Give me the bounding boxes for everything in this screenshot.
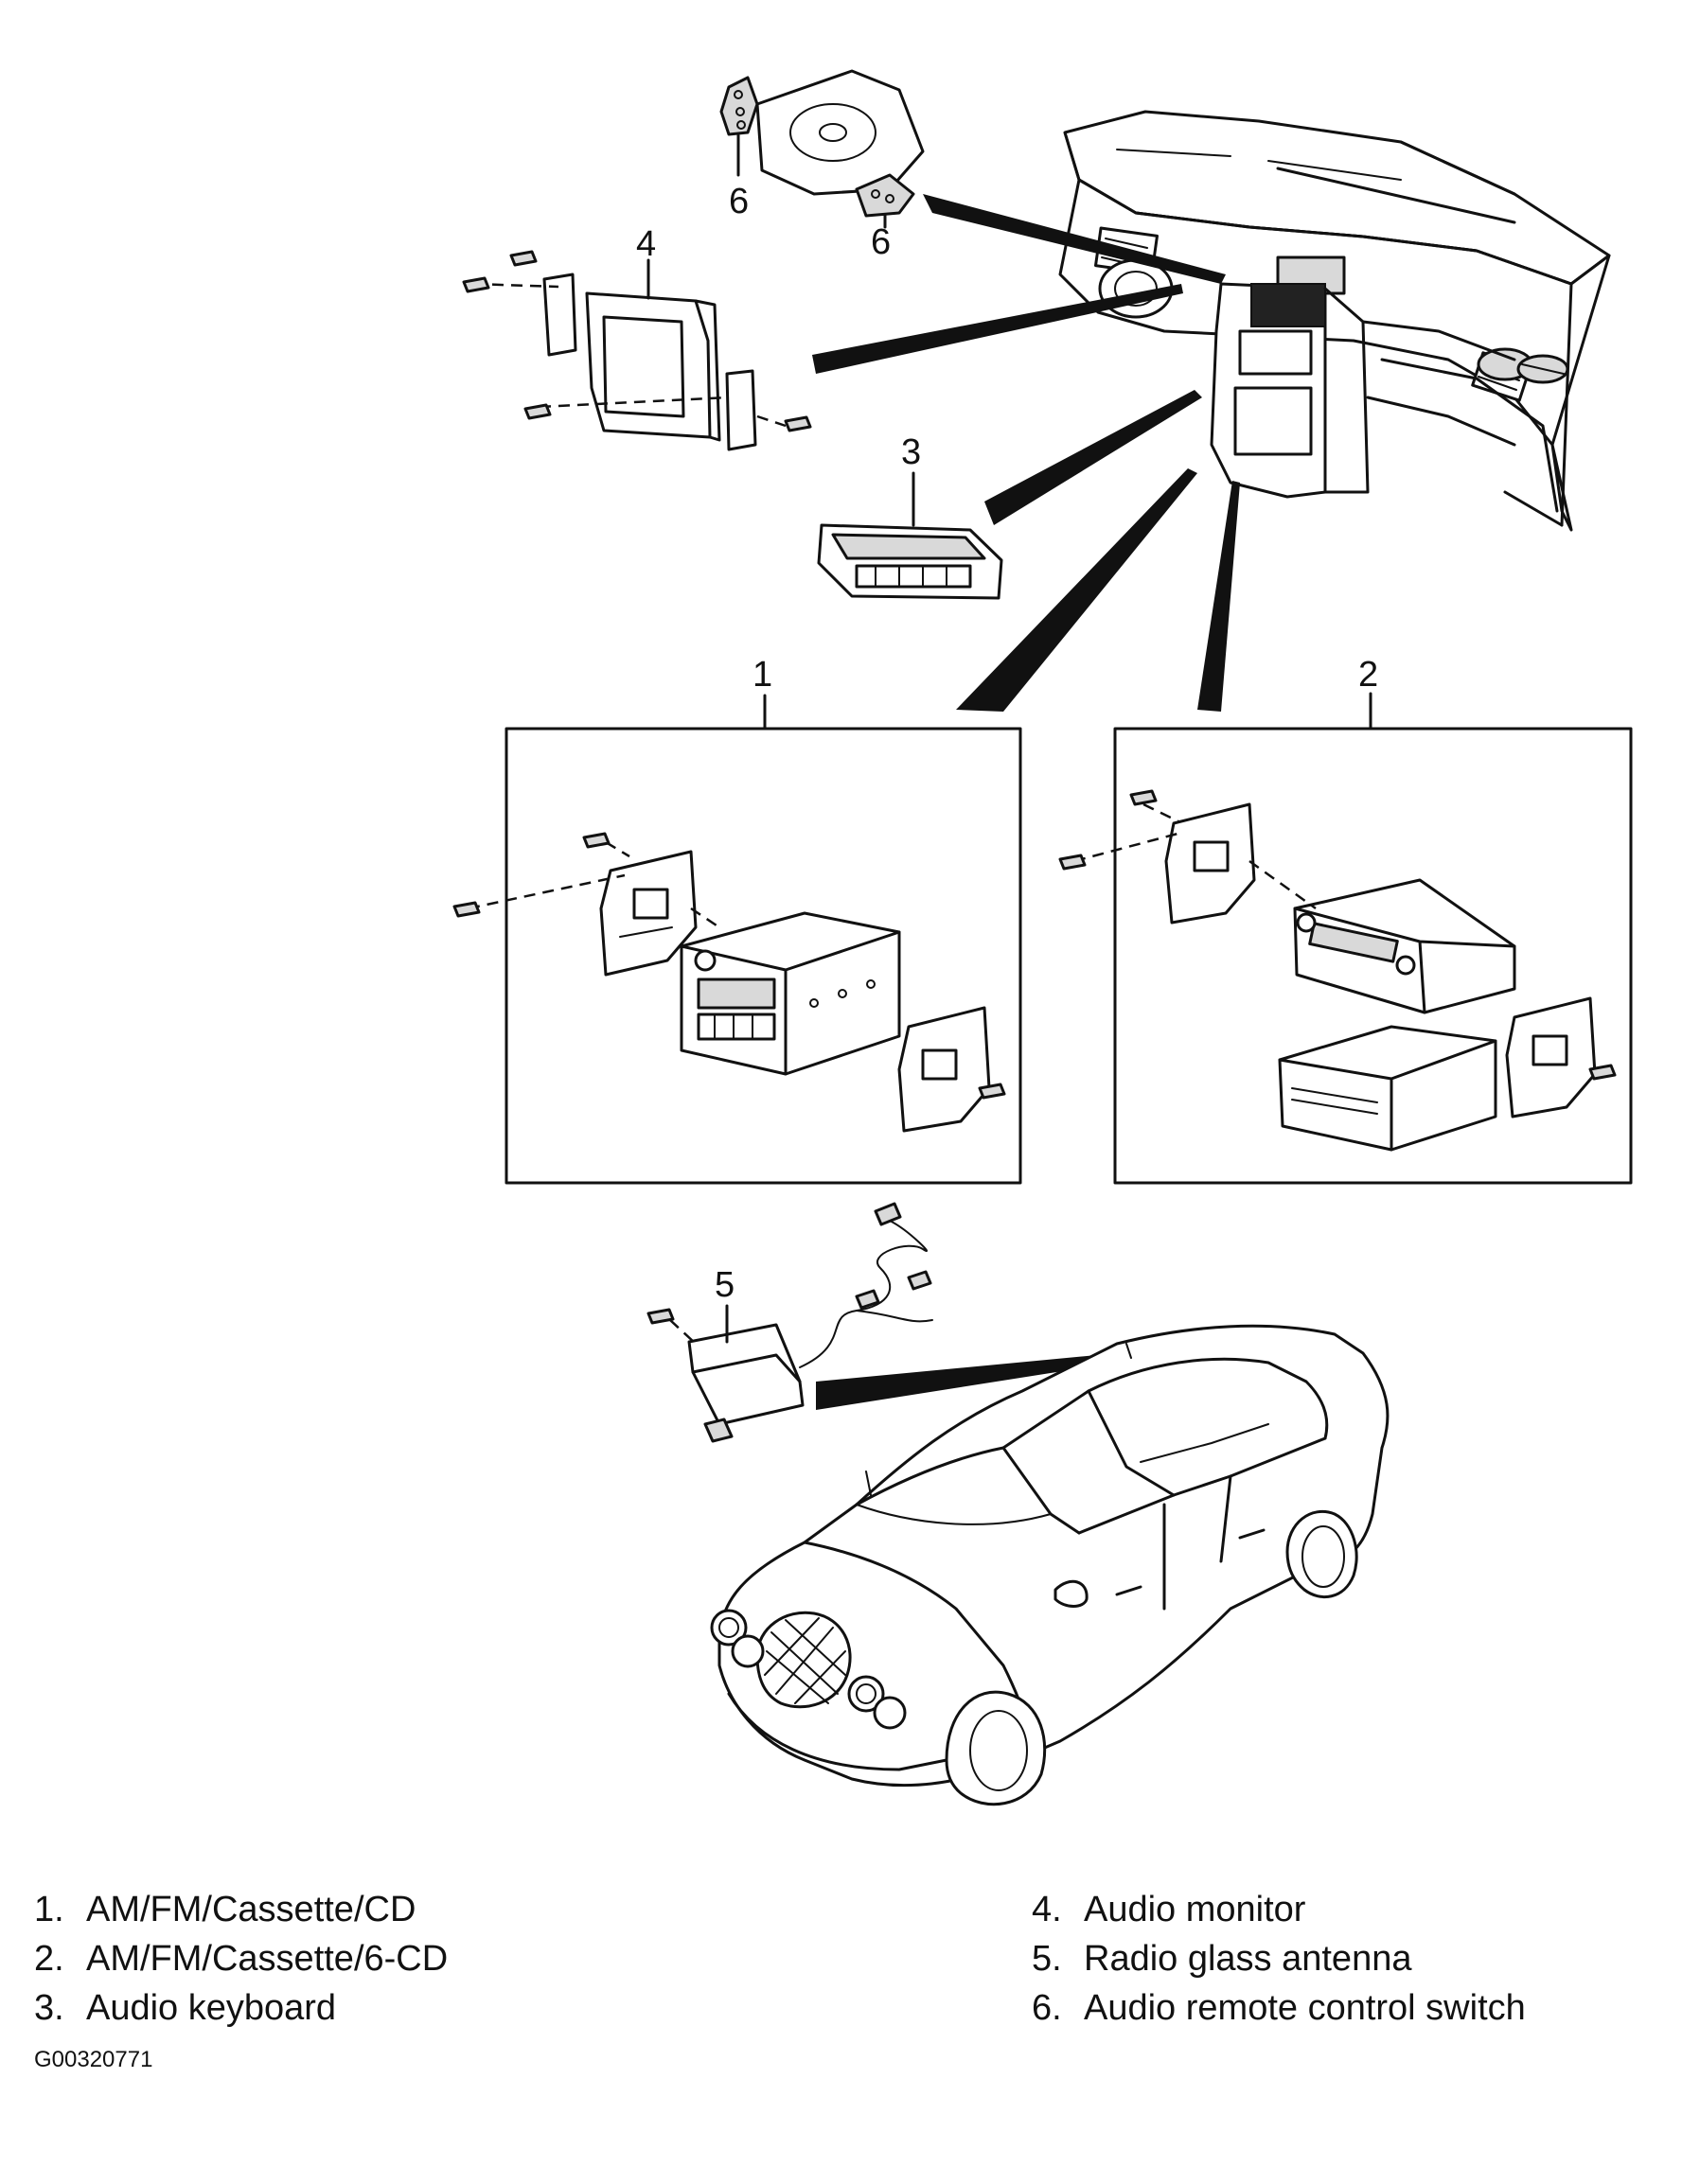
legend-item-5: 5. Radio glass antenna	[1032, 1934, 1526, 1983]
legend-number: 6.	[1032, 1988, 1062, 2028]
radio-glass-antenna-illustration: 5	[646, 1202, 933, 1443]
legend-item-3: 3. Audio keyboard	[34, 1983, 448, 2033]
legend-number: 1.	[34, 1890, 64, 1929]
legend-number: 2.	[34, 1939, 64, 1979]
legend-label: Radio glass antenna	[1084, 1939, 1412, 1979]
callout-2: 2	[1358, 655, 1378, 695]
legend-right-column: 4. Audio monitor 5. Radio glass antenna …	[1032, 1885, 1526, 2033]
legend-left-column: 1. AM/FM/Cassette/CD 2. AM/FM/Cassette/6…	[34, 1885, 448, 2033]
figure-code: G00320771	[34, 2047, 153, 2072]
legend-item-1: 1. AM/FM/Cassette/CD	[34, 1885, 448, 1934]
audio-remote-control-switch-illustration: 6 6	[719, 69, 925, 262]
legend-label: Audio monitor	[1084, 1890, 1306, 1929]
callout-4: 4	[636, 224, 656, 264]
legend-number: 5.	[1032, 1939, 1062, 1979]
legend-item-6: 6. Audio remote control switch	[1032, 1983, 1526, 2033]
leader-wedges	[812, 194, 1240, 1410]
am-fm-cassette-cd-detail: 1	[452, 655, 1022, 1185]
audio-monitor-illustration: 4	[462, 224, 812, 451]
am-fm-cassette-6cd-detail: 2	[1058, 655, 1633, 1185]
callout-5: 5	[715, 1265, 735, 1305]
callout-6b: 6	[871, 222, 891, 262]
car-illustration	[710, 1324, 1390, 1806]
legend-item-4: 4. Audio monitor	[1032, 1885, 1526, 1934]
callout-3: 3	[901, 432, 921, 472]
legend-label: Audio remote control switch	[1084, 1988, 1526, 2028]
callout-1: 1	[752, 655, 772, 695]
legend-label: Audio keyboard	[86, 1988, 337, 2028]
legend-item-2: 2. AM/FM/Cassette/6-CD	[34, 1934, 448, 1983]
legend-label: AM/FM/Cassette/CD	[86, 1890, 416, 1929]
legend-number: 3.	[34, 1988, 64, 2028]
dashboard-illustration	[1058, 110, 1611, 532]
legend-label: AM/FM/Cassette/6-CD	[86, 1939, 449, 1979]
callout-6a: 6	[729, 182, 749, 221]
legend-number: 4.	[1032, 1890, 1062, 1929]
audio-keyboard-illustration: 3	[817, 432, 1003, 600]
